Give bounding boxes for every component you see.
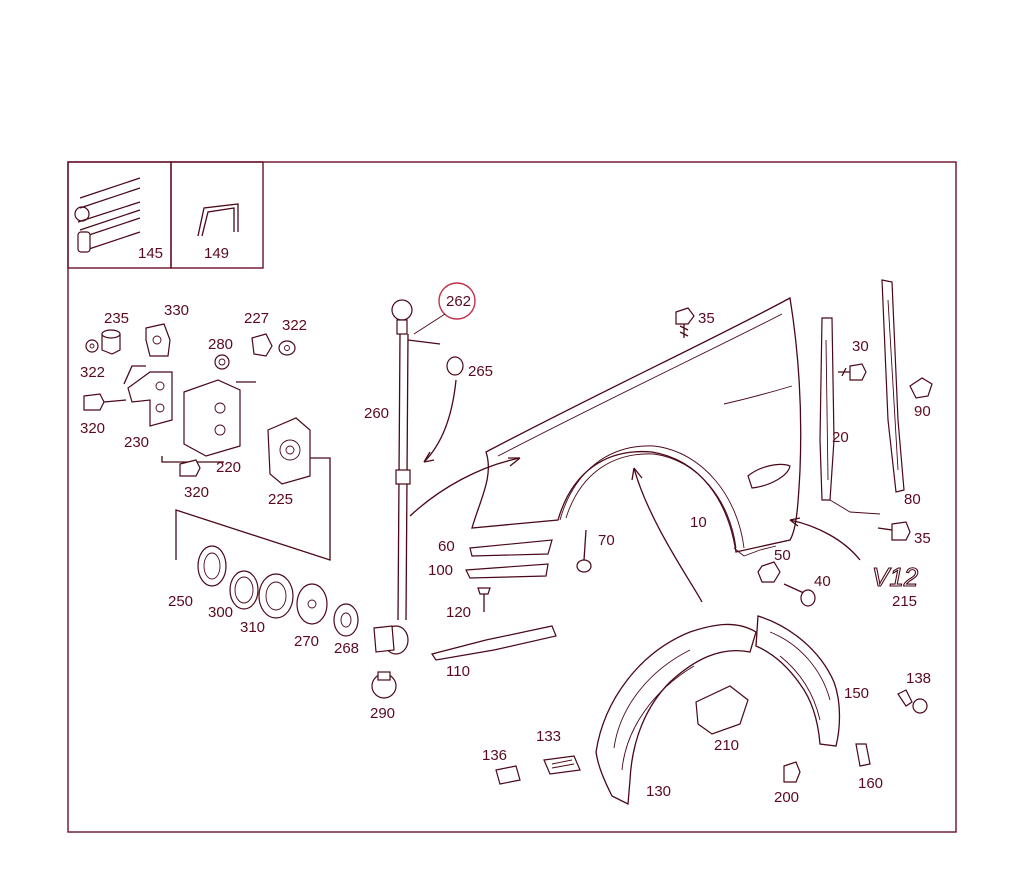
part-label-150: 150 bbox=[844, 685, 869, 702]
clip-133 bbox=[543, 755, 581, 775]
part-label-200: 200 bbox=[774, 789, 799, 806]
part-label-90: 90 bbox=[914, 403, 931, 420]
part-label-300: 300 bbox=[208, 604, 233, 621]
bracket-210 bbox=[695, 685, 749, 735]
part-label-320b: 320 bbox=[184, 484, 209, 501]
part-label-215: 215 bbox=[892, 593, 917, 610]
part-label-50: 50 bbox=[774, 547, 791, 564]
v12-emblem: V12 bbox=[872, 562, 919, 592]
part-label-136: 136 bbox=[482, 747, 507, 764]
clip-160 bbox=[855, 743, 871, 767]
diagram-frame bbox=[67, 161, 957, 833]
part-label-20: 20 bbox=[832, 429, 849, 446]
part-label-110: 110 bbox=[446, 663, 470, 680]
wheel-liner-150 bbox=[755, 615, 841, 747]
part-label-138: 138 bbox=[906, 670, 931, 687]
inset-label-145: 145 bbox=[138, 245, 163, 262]
part-label-262: 262 bbox=[446, 293, 471, 310]
part-label-35a: 35 bbox=[698, 310, 715, 327]
part-label-230: 230 bbox=[124, 434, 149, 451]
hinge-assembly bbox=[83, 323, 331, 561]
part-label-330: 330 bbox=[164, 302, 189, 319]
part-label-268: 268 bbox=[334, 640, 359, 657]
part-label-322b: 322 bbox=[80, 364, 105, 381]
rivet-120 bbox=[477, 587, 491, 612]
hood-support-rod bbox=[373, 299, 464, 655]
part-label-80: 80 bbox=[904, 491, 921, 508]
part-label-10: 10 bbox=[690, 514, 707, 531]
screw-40 bbox=[783, 583, 816, 607]
part-label-120: 120 bbox=[446, 604, 471, 621]
inset-box-149 bbox=[170, 161, 264, 269]
part-label-70: 70 bbox=[598, 532, 615, 549]
part-label-30: 30 bbox=[852, 338, 869, 355]
trim-strip-100 bbox=[465, 563, 549, 579]
clip-90 bbox=[909, 377, 933, 399]
bearing-stack bbox=[197, 545, 397, 699]
part-number-labels: 235 330 227 322 322 280 320 230 220 320 225 262 265 2… bbox=[80, 293, 931, 806]
nut-50 bbox=[757, 561, 781, 583]
screw-70 bbox=[576, 529, 592, 573]
bolt-35-lower bbox=[877, 521, 911, 541]
fender-panel bbox=[471, 296, 802, 557]
expanding-rivet-138 bbox=[897, 689, 928, 714]
seal-strip-110 bbox=[431, 625, 557, 661]
part-label-130: 130 bbox=[646, 783, 671, 800]
part-label-225: 225 bbox=[268, 491, 293, 508]
nut-200 bbox=[783, 761, 801, 783]
staple-clip-part bbox=[197, 203, 239, 237]
callout-ring-262 bbox=[438, 282, 476, 320]
part-label-270: 270 bbox=[294, 633, 319, 650]
arrow-liner-to-fender bbox=[633, 467, 703, 603]
part-label-210: 210 bbox=[714, 737, 739, 754]
part-label-60: 60 bbox=[438, 538, 455, 555]
part-label-320a: 320 bbox=[80, 420, 105, 437]
part-label-160: 160 bbox=[858, 775, 883, 792]
bolt-30 bbox=[838, 363, 867, 381]
part-label-322a: 322 bbox=[282, 317, 307, 334]
part-label-133: 133 bbox=[536, 728, 561, 745]
part-label-280: 280 bbox=[208, 336, 233, 353]
part-label-265: 265 bbox=[468, 363, 493, 380]
seal-strip-part bbox=[74, 177, 141, 253]
arrow-rod-to-fender bbox=[409, 457, 521, 517]
part-label-310: 310 bbox=[240, 619, 265, 636]
clip-136 bbox=[495, 765, 521, 785]
part-label-35b: 35 bbox=[914, 530, 931, 547]
part-label-235: 235 bbox=[104, 310, 129, 327]
part-label-250: 250 bbox=[168, 593, 193, 610]
arrow-215 bbox=[789, 519, 861, 561]
part-label-100: 100 bbox=[428, 562, 453, 579]
inset-label-149: 149 bbox=[204, 245, 229, 262]
wheel-liner-130 bbox=[595, 623, 757, 806]
part-label-40: 40 bbox=[814, 573, 831, 590]
bolt-35-top bbox=[675, 307, 695, 338]
part-label-220: 220 bbox=[216, 459, 241, 476]
trim-strip-60 bbox=[469, 539, 553, 557]
part-label-260: 260 bbox=[364, 405, 389, 422]
part-label-227: 227 bbox=[244, 310, 269, 327]
part-label-290: 290 bbox=[370, 705, 395, 722]
